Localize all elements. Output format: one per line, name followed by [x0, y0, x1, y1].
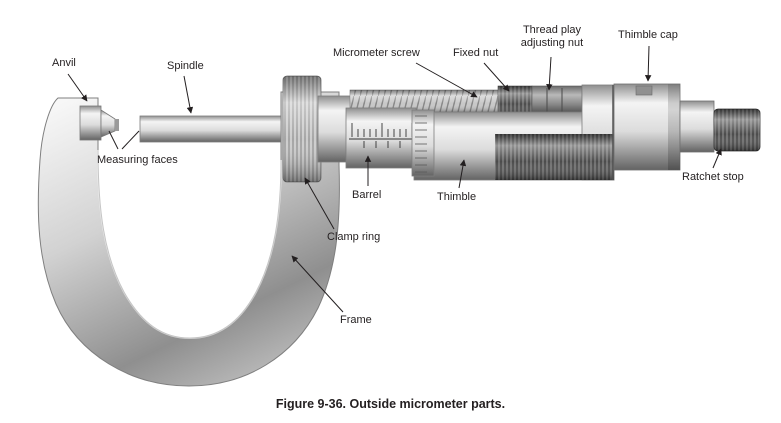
label-clamp-ring: Clamp ring [327, 231, 381, 243]
leader-spindle [183, 75, 194, 114]
thimble-shape [413, 84, 615, 181]
label-barrel: Barrel [352, 189, 382, 201]
fixed-nut-shape [497, 85, 533, 117]
leader-ratchet-stop [712, 148, 722, 169]
label-ratchet-stop: Ratchet stop [682, 171, 744, 183]
anvil-shape [79, 105, 119, 141]
leader-anvil [67, 73, 88, 102]
leader-thimble [458, 159, 467, 189]
leader-clamp-ring [304, 177, 335, 230]
barrel-shape [345, 107, 417, 169]
frame-inner-highlight [97, 149, 282, 340]
clamp-ring-shape [282, 75, 322, 183]
adjusting-nut-shape [531, 85, 583, 117]
ratchet-stop-shape [713, 108, 761, 152]
label-thimble-cap: Thimble cap [618, 29, 678, 41]
label-measuring-faces: Measuring faces [97, 154, 178, 166]
neck-shape [679, 100, 715, 153]
thimble-bevel-shape [411, 109, 435, 177]
label-spindle: Spindle [167, 60, 204, 72]
label-thread-play-adjusting-nut: Thread play adjusting nut [520, 24, 584, 49]
barrel-ticks [351, 123, 413, 148]
leader-measuring-faces-right [121, 130, 140, 150]
label-fixed-nut: Fixed nut [453, 47, 499, 59]
micrometer-screw-shape [349, 89, 503, 114]
label-anvil: Anvil [52, 57, 76, 69]
label-thimble: Thimble [437, 191, 477, 203]
leader-micrometer-screw [415, 62, 478, 98]
leader-measuring-faces-left [108, 130, 119, 150]
label-micrometer-screw: Micrometer screw [333, 47, 420, 59]
leader-lines [67, 45, 722, 313]
leader-fixed-nut [483, 62, 510, 92]
leader-frame [291, 255, 344, 313]
figure-caption: Figure 9-36. Outside micrometer parts. [275, 397, 506, 411]
leader-thimble-cap [644, 45, 652, 82]
label-frame: Frame [340, 314, 372, 326]
thimble-cap-shape [613, 83, 681, 171]
spindle-shape [139, 115, 282, 143]
leader-adjusting-nut [546, 56, 553, 91]
